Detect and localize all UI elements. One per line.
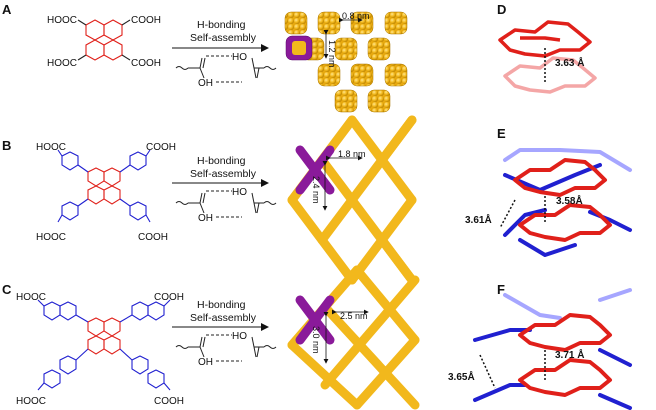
panel-label-b: B xyxy=(2,138,11,153)
panel-label-f: F xyxy=(497,282,505,297)
arrow-c-line2: Self-assembly xyxy=(190,312,257,324)
dim-b-side: 2.4 nm xyxy=(311,176,321,204)
hbond-scheme-c: H-bonding Self-assembly HO OH xyxy=(172,299,277,368)
label-cooh-b-top: COOH xyxy=(146,142,176,153)
panel-label-e: E xyxy=(497,126,506,141)
dim-c-side: 3.0 nm xyxy=(311,326,321,354)
molecule-a: HOOC HOOC COOH COOH xyxy=(47,15,161,69)
label-hooc-top: HOOC xyxy=(47,15,77,26)
label-cooh-c-top: COOH xyxy=(154,292,184,303)
arrow-a-line1: H-bonding xyxy=(197,19,246,31)
label-ho-b: HO xyxy=(232,187,247,198)
hbond-scheme-a: H-bonding Self-assembly HO OH xyxy=(172,19,277,89)
arrow-a-line2: Self-assembly xyxy=(190,32,257,44)
label-cooh-c-bottom: COOH xyxy=(154,396,184,407)
framework-c-dims: 2.5 nm 3.0 nm xyxy=(311,309,369,364)
dist-e-2: 3.61Å xyxy=(465,213,492,226)
dist-d: 3.63 Å xyxy=(555,56,584,69)
hbond-dimer-a xyxy=(175,55,277,83)
label-oh-b: OH xyxy=(198,213,213,224)
stacking-d: 3.63 Å xyxy=(498,20,597,94)
label-cooh-top: COOH xyxy=(131,15,161,26)
label-oh-c: OH xyxy=(198,357,213,368)
label-hooc-c-top: HOOC xyxy=(16,292,46,303)
label-ho-c: HO xyxy=(232,331,247,342)
framework-b-dims: 1.8 nm 2.4 nm xyxy=(311,149,366,211)
label-hooc-bottom: HOOC xyxy=(47,58,77,69)
framework-a xyxy=(284,11,408,113)
hbond-dimer-b xyxy=(175,190,277,218)
panel-label-d: D xyxy=(497,2,506,17)
label-hooc-b-top: HOOC xyxy=(36,142,66,153)
panel-label-a: A xyxy=(2,2,12,17)
framework-a-dims: 0.8 nm 1.2 nm xyxy=(323,11,370,68)
dim-c-pore: 2.5 nm xyxy=(340,311,368,321)
hbond-scheme-b: H-bonding Self-assembly HO OH xyxy=(172,155,277,224)
molecule-b: HOOC COOH HOOC COOH xyxy=(36,142,176,243)
label-hooc-c-bottom: HOOC xyxy=(16,396,46,407)
label-oh-a: OH xyxy=(198,78,213,89)
hbond-dimer-c xyxy=(175,334,277,362)
framework-c xyxy=(287,265,420,410)
dim-a-side: 1.2 nm xyxy=(327,40,337,68)
panel-label-c: C xyxy=(2,282,12,297)
arrow-c-line1: H-bonding xyxy=(197,299,246,311)
dist-f-1: 3.71 Å xyxy=(555,348,584,361)
framework-b xyxy=(287,115,417,285)
arrow-b-line2: Self-assembly xyxy=(190,168,257,180)
label-hooc-b-bottom: HOOC xyxy=(36,232,66,243)
label-ho-a: HO xyxy=(232,52,247,63)
dist-f-2: 3.65Å xyxy=(448,370,475,383)
dist-e-1: 3.58Å xyxy=(556,194,583,207)
dim-a-pore: 0.8 nm xyxy=(342,11,370,21)
stacking-f: 3.71 Å 3.65Å xyxy=(448,288,632,410)
dim-b-pore: 1.8 nm xyxy=(338,149,366,159)
stacking-e: 3.58Å 3.61Å xyxy=(465,148,632,257)
label-cooh-bottom: COOH xyxy=(131,58,161,69)
label-cooh-b-bottom: COOH xyxy=(138,232,168,243)
arrow-b-line1: H-bonding xyxy=(197,155,246,167)
molecule-c: HOOC COOH HOOC COOH xyxy=(16,292,184,407)
